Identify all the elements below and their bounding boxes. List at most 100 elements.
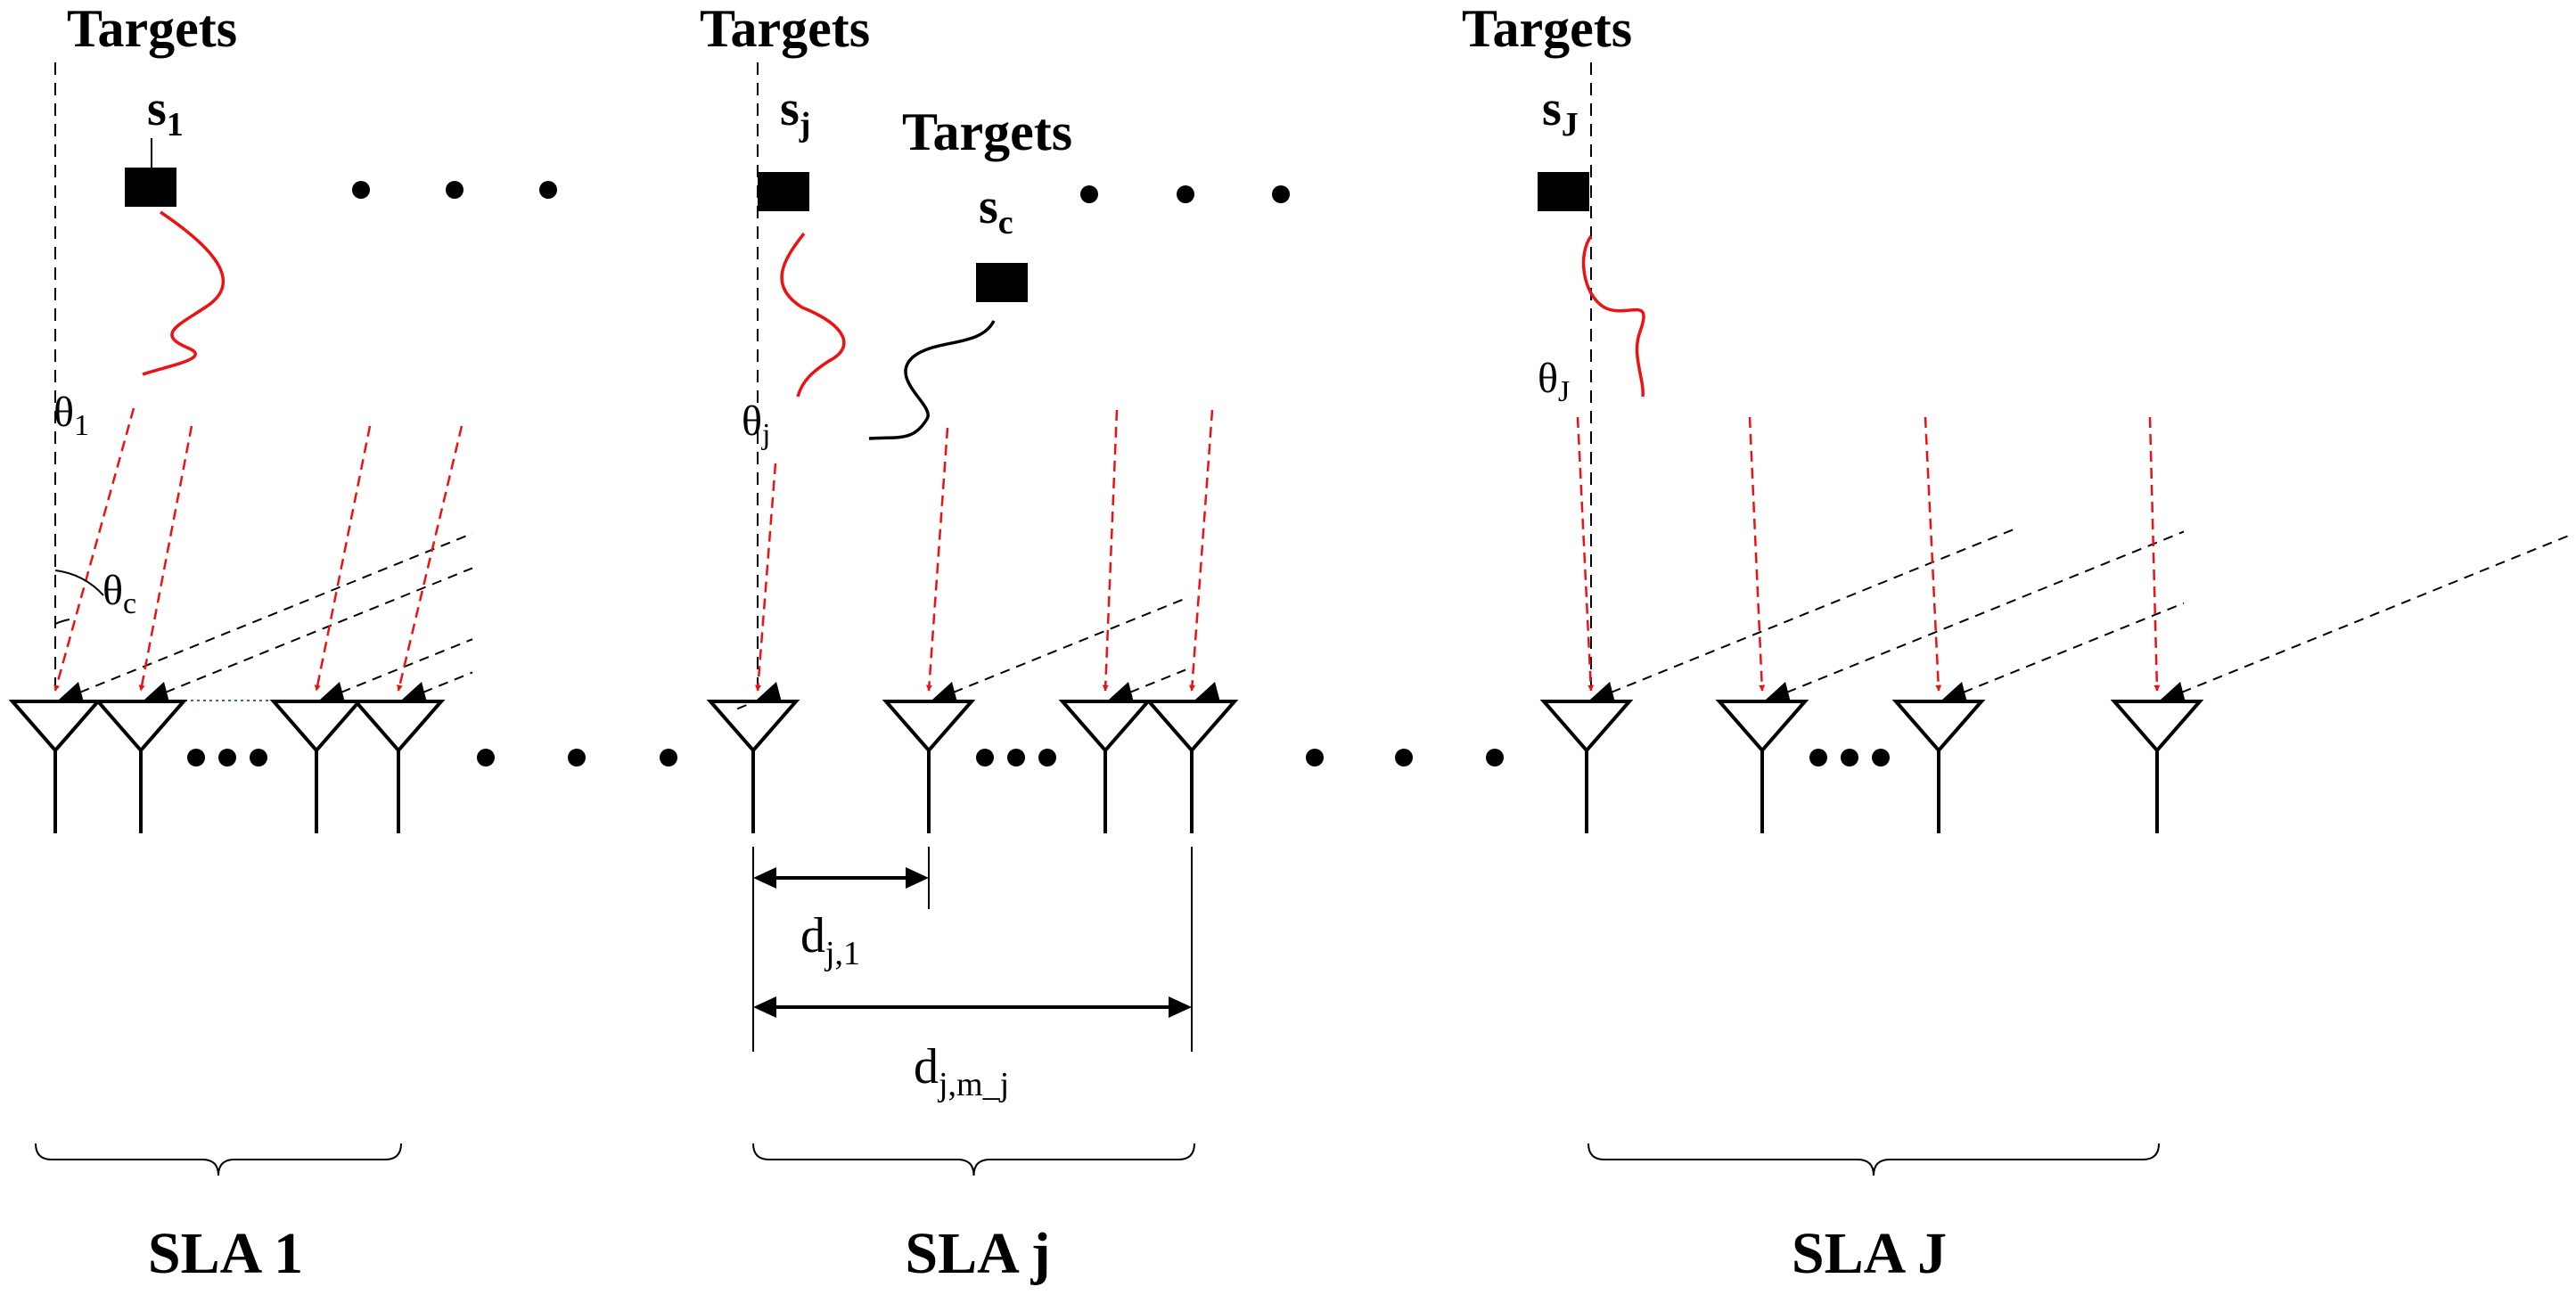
- antenna-icon: [706, 682, 800, 833]
- target-square-icon: [976, 263, 1028, 302]
- distance-arrow-d-j-mj-head: [1169, 996, 1192, 1018]
- signal-label-sc: sc: [979, 179, 1013, 242]
- antenna-triangle: [882, 700, 976, 754]
- wavefront-line: [1947, 602, 2185, 700]
- targets-label-j: Targets: [700, 0, 870, 58]
- incident-signal-arrow: [925, 427, 949, 692]
- antenna-receive-tip: [1942, 682, 1967, 702]
- distance-arrow-d-j-1-head: [753, 867, 776, 889]
- antenna-icon: [351, 682, 446, 833]
- wavefront-line: [406, 671, 473, 700]
- sla-brace-1: [35, 1143, 402, 1176]
- distance-label-d-j-1: dj,1: [800, 908, 860, 972]
- angle-label-thetaJ: θJ: [1538, 355, 1570, 408]
- antenna-triangle: [1715, 700, 1809, 754]
- ellipsis-dot: [477, 749, 495, 766]
- wavefront-line: [1113, 668, 1186, 700]
- antenna-triangle: [8, 700, 103, 754]
- distance-arrow-d-j-mj-head: [753, 996, 776, 1018]
- target-square-icon: [758, 172, 809, 211]
- incident-signal-arrow: [2148, 416, 2161, 692]
- antenna-triangle: [1891, 700, 1986, 754]
- ellipsis-dot: [660, 749, 677, 766]
- angle-label-theta1: θ1: [53, 389, 89, 442]
- wavefront-line: [149, 567, 473, 700]
- diagram-lines: [53, 62, 2572, 1052]
- antenna-triangle: [1058, 700, 1153, 754]
- wavefront-line: [1770, 530, 2185, 700]
- antenna-receive-tip: [1109, 682, 1134, 702]
- signal-wave: [1581, 234, 1645, 398]
- ellipsis-dot: [1080, 185, 1098, 203]
- signal-label-sJ: sJ: [1542, 81, 1579, 143]
- antenna-icon: [1891, 682, 1986, 833]
- antenna-receive-tip: [59, 682, 84, 702]
- incident-signal-arrow: [138, 425, 193, 692]
- signal-label-s1: s1: [147, 81, 184, 143]
- wavefront-line: [937, 597, 1186, 700]
- distance-label-d-j-mj: dj,m_j: [914, 1039, 1009, 1103]
- targets-label-1: Targets: [67, 0, 237, 58]
- antenna-icon: [1058, 682, 1153, 833]
- ellipsis-dot: [1486, 749, 1504, 766]
- antenna-receive-tip: [320, 682, 345, 702]
- wavefront-line: [63, 532, 473, 700]
- antenna-triangle: [269, 700, 364, 754]
- target-square-icon: [1538, 172, 1589, 211]
- ellipsis-dot: [976, 749, 994, 766]
- ellipsis-dot: [1395, 749, 1413, 766]
- incident-signal-arrow: [1576, 416, 1595, 692]
- ellipsis-dot: [1841, 749, 1858, 766]
- wavefront-line: [324, 638, 473, 700]
- incident-signal-arrow: [53, 407, 135, 692]
- ellipsis-dot: [1007, 749, 1025, 766]
- incident-signal-arrow: [314, 425, 372, 692]
- targets-label-c: Targets: [902, 102, 1072, 161]
- antenna-triangle: [1144, 700, 1239, 754]
- targets-label-J: Targets: [1462, 0, 1632, 58]
- ellipsis-dot: [1272, 185, 1290, 203]
- antenna-icon: [882, 682, 976, 833]
- wavefront-line: [1595, 528, 2015, 700]
- antenna-receive-tip: [757, 682, 782, 702]
- antenna-receive-tip: [1766, 682, 1791, 702]
- signal-wave: [142, 210, 226, 376]
- antenna-receive-tip: [144, 682, 169, 702]
- distance-arrow-d-j-1-head: [906, 867, 929, 889]
- signal-wave: [780, 232, 846, 398]
- ellipsis-dot: [187, 749, 205, 766]
- antenna-icon: [8, 682, 103, 833]
- angle-label-thetaj: θj: [742, 398, 770, 451]
- ellipsis-dot: [446, 181, 464, 199]
- antenna-triangle: [1539, 700, 1634, 754]
- sla-brace-J: [1587, 1143, 2160, 1176]
- antenna-icon: [1144, 682, 1239, 833]
- antenna-triangle: [94, 700, 188, 754]
- antenna-icon: [1715, 682, 1809, 833]
- diagram-marks: [8, 138, 2204, 1176]
- incident-signal-arrow: [755, 463, 777, 692]
- ellipsis-dot: [250, 749, 267, 766]
- ellipsis-dot: [1872, 749, 1890, 766]
- ellipsis-dot: [1809, 749, 1827, 766]
- sla-label-1: SLA 1: [148, 1221, 303, 1286]
- incident-signal-arrow: [1188, 409, 1214, 692]
- angle-arc-theta1: [54, 619, 70, 625]
- incident-signal-arrow: [1924, 416, 1942, 692]
- incident-signal-arrow: [1748, 416, 1766, 692]
- wavefront-line: [2165, 533, 2572, 700]
- ellipsis-dot: [539, 181, 557, 199]
- angle-label-thetac: θc: [103, 567, 136, 620]
- antenna-triangle: [706, 700, 800, 754]
- signal-wave-c: [868, 320, 996, 440]
- ellipsis-dot: [1177, 185, 1194, 203]
- ellipsis-dot: [1306, 749, 1324, 766]
- sla-label-j: SLA j: [905, 1221, 1050, 1286]
- antenna-icon: [94, 682, 188, 833]
- ellipsis-dot: [568, 749, 586, 766]
- antenna-icon: [2110, 682, 2204, 833]
- antenna-receive-tip: [1195, 682, 1220, 702]
- incident-signal-arrow: [397, 425, 464, 692]
- antenna-icon: [269, 682, 364, 833]
